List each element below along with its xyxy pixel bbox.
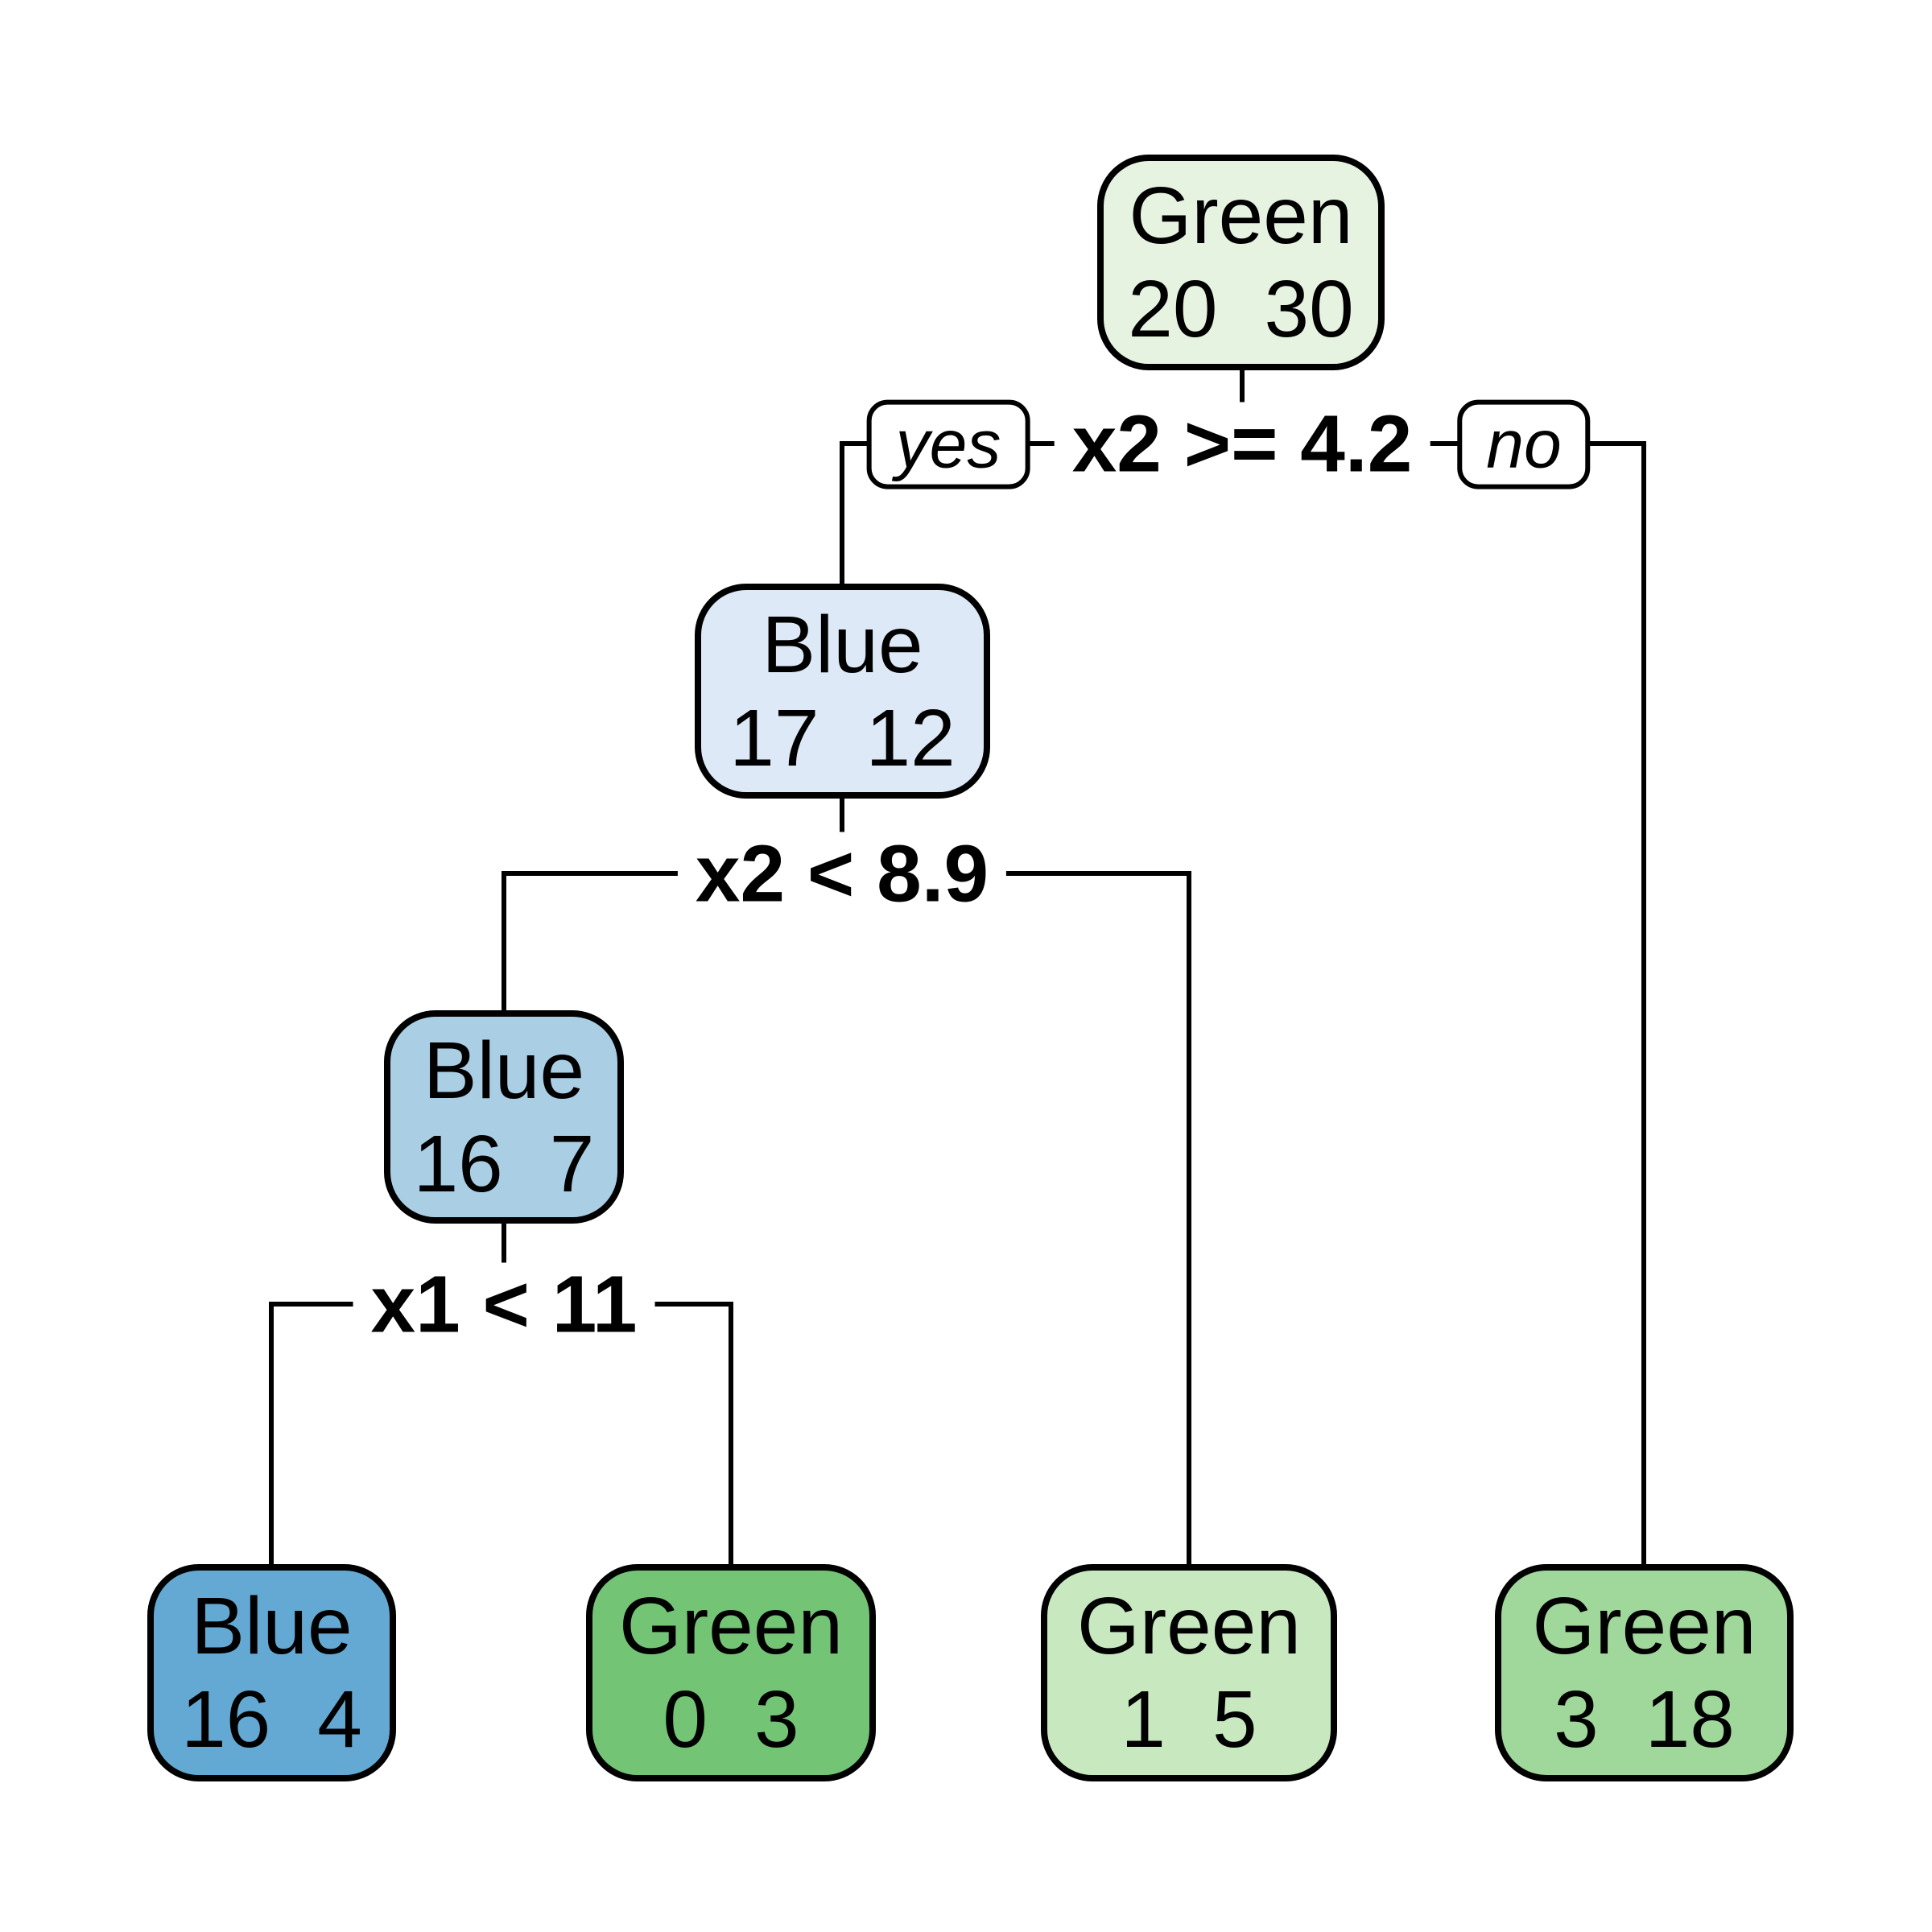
count-right: 18 <box>1645 1674 1735 1765</box>
count-right: 7 <box>549 1118 595 1209</box>
node-class-label: Blue <box>191 1581 353 1671</box>
node-counts: 16 7 <box>414 1117 595 1211</box>
count-left: 16 <box>413 1118 503 1209</box>
internal-node-blue-16-7: Blue 16 7 <box>384 1010 624 1224</box>
no-branch-badge: no <box>1457 399 1591 489</box>
node-counts: 3 18 <box>1554 1673 1735 1766</box>
node-class-label: Green <box>1532 1581 1757 1671</box>
count-left: 3 <box>1554 1674 1599 1765</box>
node-class-label: Blue <box>762 599 923 690</box>
node-class-label: Green <box>1129 171 1353 261</box>
node-class-label: Green <box>1077 1581 1301 1671</box>
count-left: 17 <box>729 692 819 783</box>
split-condition-x1-11: x1 < 11 <box>353 1262 655 1348</box>
split-condition-x2-4.2: x2 >= 4.2 <box>1054 402 1430 487</box>
count-left: 1 <box>1121 1674 1166 1765</box>
count-right: 30 <box>1264 264 1354 354</box>
count-left: 20 <box>1128 264 1218 354</box>
node-counts: 16 4 <box>181 1673 362 1766</box>
count-right: 4 <box>317 1674 362 1765</box>
count-right: 3 <box>754 1674 799 1765</box>
count-right: 12 <box>865 692 956 783</box>
yes-branch-badge: yes <box>866 399 1030 489</box>
count-left: 16 <box>181 1674 271 1765</box>
leaf-node-green-3-18: Green 3 18 <box>1495 1564 1794 1781</box>
node-class-label: Green <box>619 1581 843 1671</box>
count-right: 5 <box>1212 1674 1257 1765</box>
leaf-node-blue-16-4: Blue 16 4 <box>147 1564 396 1781</box>
split-condition-x2-8.9: x2 < 8.9 <box>677 832 1007 917</box>
node-class-label: Blue <box>423 1025 585 1116</box>
count-left: 0 <box>663 1674 708 1765</box>
